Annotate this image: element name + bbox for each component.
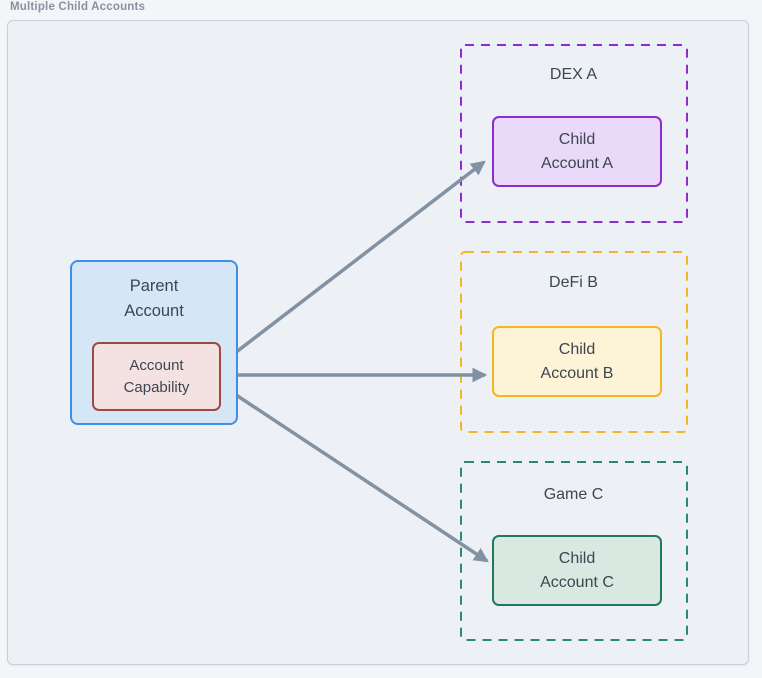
parent-account-label: Parent Account xyxy=(72,274,236,324)
group-border-dex-a xyxy=(460,44,688,223)
child-account-b-label-line2: Account B xyxy=(540,364,614,382)
child-account-c-label-line2: Account C xyxy=(540,573,614,591)
diagram-title: Multiple Child Accounts xyxy=(10,1,146,13)
child-account-b-label-line1: Child xyxy=(558,340,596,358)
child-account-a-label-line2: Account A xyxy=(540,154,614,172)
parent-account-label-line1: Parent xyxy=(129,277,179,295)
group-border-defi-b xyxy=(460,251,688,433)
child-account-a-node: Child Account A xyxy=(492,116,662,187)
child-account-a-label-line1: Child xyxy=(558,130,596,148)
group-title-defi-b: DeFi B xyxy=(549,274,598,291)
account-capability-node: Account Capability xyxy=(92,342,221,411)
arrow-to-child-c xyxy=(217,381,489,563)
group-border-game-c xyxy=(460,461,688,641)
child-account-b-node: Child Account B xyxy=(492,326,662,397)
group-title-dex-a: DEX A xyxy=(549,66,598,83)
child-account-c-label-line1: Child xyxy=(558,549,596,567)
parent-account-label-line2: Account xyxy=(124,302,184,320)
child-account-c-node: Child Account C xyxy=(492,535,662,606)
arrow-to-child-a xyxy=(216,160,486,368)
account-capability-label-line1: Account xyxy=(129,356,184,374)
group-title-game-c: Game C xyxy=(543,486,604,503)
parent-account-node: Parent Account Account Capability xyxy=(70,260,238,425)
account-capability-label-line2: Capability xyxy=(123,378,190,396)
